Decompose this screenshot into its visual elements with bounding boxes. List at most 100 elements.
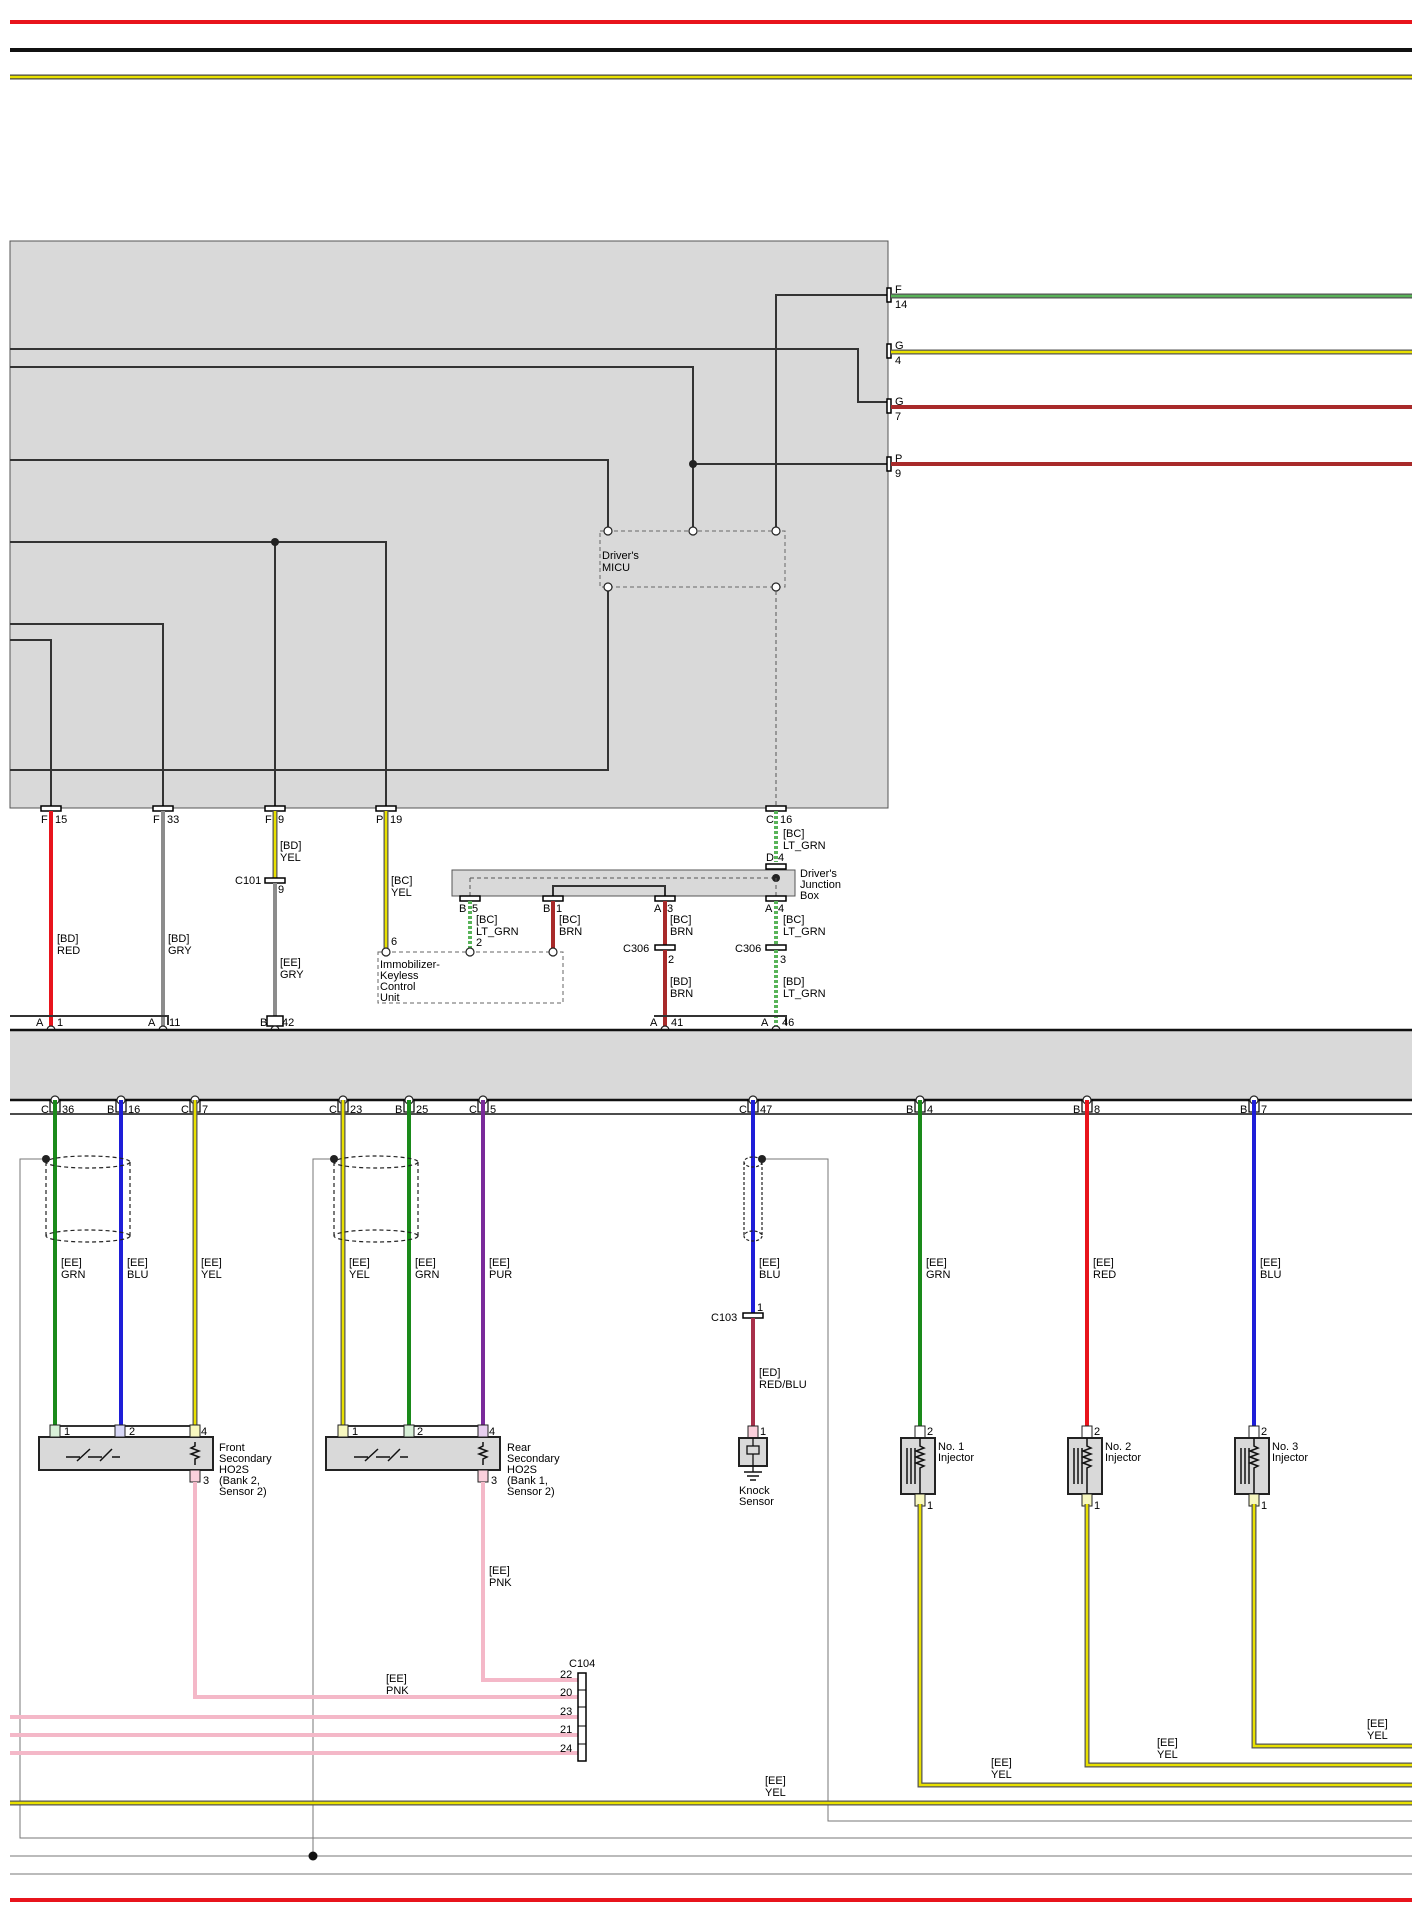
c101-pin: 9 <box>278 884 284 896</box>
conn-p19-letter: P <box>376 814 383 826</box>
front-ho2s-pin4: 4 <box>201 1426 207 1438</box>
pcm-a46-pin: 46 <box>782 1017 794 1029</box>
c104-pin-21: 21 <box>560 1724 572 1736</box>
injector-pin-bottom: 1 <box>1094 1500 1100 1512</box>
c104-pin-20: 20 <box>560 1687 572 1699</box>
yel-bus-0-color: YEL <box>765 1787 786 1799</box>
rear-ho2s-pin4: 4 <box>489 1426 495 1438</box>
a3-letter: A <box>654 903 662 915</box>
conn-f15-letter: F <box>41 814 48 826</box>
imm-pin2: 2 <box>476 937 482 949</box>
red-wire-harness: [BD] <box>57 933 78 945</box>
c306b-pin: 3 <box>780 954 786 966</box>
front-secondary-ho2s: 1 2 4 3 Front Secondary HO2S (Bank 2, Se… <box>38 1424 272 1498</box>
injector-label-2: Injector <box>1272 1452 1308 1464</box>
conn-f9-pin: 9 <box>278 814 284 826</box>
lower-wire-harness: [EE] <box>415 1257 436 1269</box>
yel1-color: YEL <box>280 852 301 864</box>
pcm-a41-letter: A <box>650 1017 658 1029</box>
lower-wire-harness: [EE] <box>61 1257 82 1269</box>
yel2-harness: [BC] <box>391 875 412 887</box>
conn-letter-g: G <box>895 340 904 352</box>
b1-letter: B <box>543 903 550 915</box>
pcm-bottom-pin-letter: C <box>469 1104 477 1116</box>
front-ho2s-pin3: 3 <box>203 1475 209 1487</box>
c103-connector: C103 1 [ED] RED/BLU <box>711 1302 807 1428</box>
lower-wire-color: BLU <box>127 1269 148 1281</box>
junction-box-wires: [BC] LT_GRN 2 [BC] BRN [BC] BRN C306 2 [… <box>468 901 826 1030</box>
injector-label-2: Injector <box>1105 1452 1141 1464</box>
injector-top-pin <box>1081 1425 1093 1439</box>
front-ho2s-label-3: HO2S <box>219 1464 249 1476</box>
knock-pin: 1 <box>760 1426 766 1438</box>
pcm-bottom-pin-letter: B <box>1240 1104 1247 1116</box>
pcm-bottom-pin-number: 5 <box>490 1104 496 1116</box>
yel-bus-0-harness: [EE] <box>765 1775 786 1787</box>
c101-label: C101 <box>235 875 261 887</box>
brn2-color: BRN <box>670 926 693 938</box>
injector-label-1: No. 3 <box>1272 1441 1298 1453</box>
lower-wire-color: RED <box>1093 1269 1116 1281</box>
c104-pin-22: 22 <box>560 1669 572 1681</box>
pcm-bottom-pin-letter: C <box>329 1104 337 1116</box>
imm-pin6: 6 <box>391 936 397 948</box>
knock-label-2: Sensor <box>739 1496 774 1508</box>
c103-pin: 1 <box>757 1302 763 1314</box>
rear-ho2s-label-3: HO2S <box>507 1464 537 1476</box>
conn-letter-p: P <box>895 453 902 465</box>
conn-f33-letter: F <box>153 814 160 826</box>
rear-ho2s-label-5: Sensor 2) <box>507 1486 555 1498</box>
c306-a <box>654 944 676 951</box>
yel-bus-1-color: YEL <box>991 1769 1012 1781</box>
injector-coil <box>913 1438 927 1494</box>
injector-label-2: Injector <box>938 1452 974 1464</box>
c103-harness: [ED] <box>759 1367 780 1379</box>
injector-pin-top: 2 <box>1261 1426 1267 1438</box>
gry2-harness: [EE] <box>280 957 301 969</box>
c101-connector <box>264 877 286 884</box>
pcm-module <box>10 1028 1412 1115</box>
c306b-label: C306 <box>735 943 761 955</box>
conn-f15-pin: 15 <box>55 814 67 826</box>
pcm-a11-letter: A <box>148 1017 156 1029</box>
pcm-top-connectors: A 1 A 11 B 42 A 41 A 46 <box>10 1015 794 1035</box>
pcm-b42-letter: B <box>260 1017 267 1029</box>
pcm-a41-pin: 41 <box>671 1017 683 1029</box>
injector-pin-bottom: 1 <box>927 1500 933 1512</box>
c103-label: C103 <box>711 1312 737 1324</box>
lower-wire-color: GRN <box>415 1269 440 1281</box>
yel-bus-2-color: YEL <box>1157 1749 1178 1761</box>
drivers-junction-box: D 4 Driver's Junction Box B 5 B 1 A 3 A … <box>451 852 841 915</box>
upper-module-bottom-connectors: F 15 F 33 F 9 P 19 C 16 <box>40 805 792 826</box>
rear-ho2s-label-1: Rear <box>507 1442 531 1454</box>
lower-wires: [EE]GRN[EE]BLU[EE]YEL[EE]YEL[EE]GRN[EE]P… <box>53 1100 1281 1426</box>
page-header-lines <box>10 20 1412 1902</box>
ltgrn4-color: LT_GRN <box>783 988 826 1000</box>
c306-b <box>765 944 787 951</box>
c306a-pin: 2 <box>668 954 674 966</box>
b5-letter: B <box>459 903 466 915</box>
lower-wire-color: GRN <box>926 1269 951 1281</box>
brn1-color: BRN <box>559 926 582 938</box>
rear-ho2s-pin2: 2 <box>417 1426 423 1438</box>
lower-wire-color: YEL <box>201 1269 222 1281</box>
ltgrn3-harness: [BC] <box>783 914 804 926</box>
injector-coil <box>1080 1438 1094 1494</box>
connector-p9 <box>886 456 892 472</box>
injector-coil <box>1247 1438 1261 1494</box>
micu-label-1: Driver's <box>602 550 639 562</box>
ltgrn3-color: LT_GRN <box>783 926 826 938</box>
injector-body <box>900 1437 936 1495</box>
front-ho2s-pin2: 2 <box>129 1426 135 1438</box>
lower-wire-color: PUR <box>489 1269 512 1281</box>
upper-module-internal-wiring <box>10 294 889 810</box>
pnk2-color: PNK <box>386 1685 409 1697</box>
c104-label: C104 <box>569 1658 595 1670</box>
injector-top-pin <box>914 1425 926 1439</box>
pcm-bottom-pin-letter: C <box>739 1104 747 1116</box>
red-wire-color: RED <box>57 945 80 957</box>
